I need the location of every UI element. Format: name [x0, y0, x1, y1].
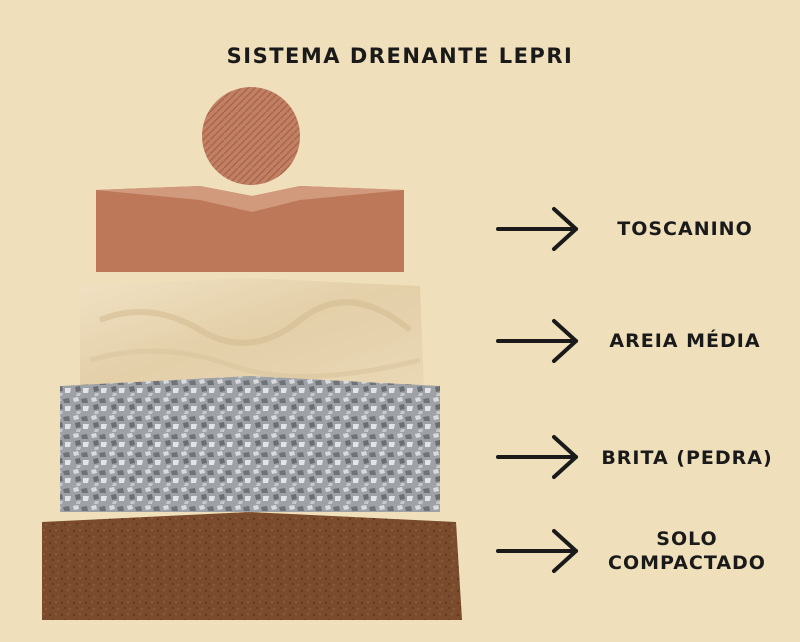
layer-toscanino — [96, 186, 404, 272]
layer-label-solo-compactado: SOLO COMPACTADO — [608, 528, 766, 574]
layer-label-brita: BRITA (PEDRA) — [601, 447, 773, 469]
page-title: SISTEMA DRENANTE LEPRI — [226, 44, 574, 68]
paver-sample-icon — [202, 87, 300, 185]
layer-label-areia-media: AREIA MÉDIA — [609, 330, 761, 352]
layer-brita — [60, 376, 440, 512]
layer-label-toscanino: TOSCANINO — [617, 218, 753, 240]
arrow-right-icon — [496, 529, 578, 573]
arrow-right-icon — [496, 207, 578, 251]
arrow-right-icon — [496, 319, 578, 363]
arrow-right-icon — [496, 435, 578, 479]
layer-areia-media — [80, 278, 424, 390]
layer-solo-compactado — [42, 512, 462, 620]
